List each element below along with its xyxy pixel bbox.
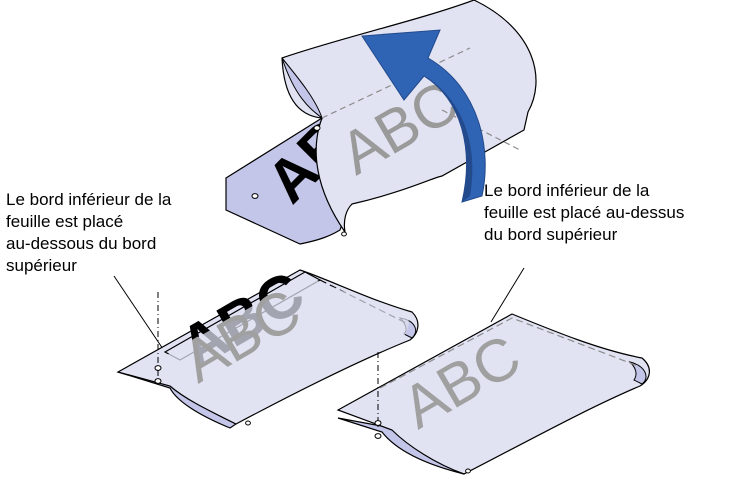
hole-icon (154, 378, 162, 384)
hole-icon (341, 231, 347, 237)
hole-icon (374, 433, 382, 439)
hole-icon (245, 420, 251, 426)
hole-icon (251, 193, 259, 199)
left-callout-line-2: feuille est placé (6, 212, 123, 231)
right-callout-leader (490, 267, 525, 323)
top-sheet-curl (281, 0, 537, 233)
hole-icon (154, 365, 162, 371)
left-callout-line-1: Le bord inférieur de la (6, 190, 172, 209)
right-callout-line-3: du bord supérieur (484, 225, 618, 244)
left-callout: Le bord inférieur de la feuille est plac… (6, 190, 172, 353)
left-sheet-front-overlay (165, 276, 409, 418)
left-callout-line-4: supérieur (6, 256, 77, 275)
left-sheet-illustration: ABC ABC (116, 258, 419, 429)
left-callout-line-3: au-dessous du bord (6, 234, 156, 253)
hole-icon (313, 125, 321, 131)
right-callout: Le bord inférieur de la feuille est plac… (484, 181, 684, 323)
hole-icon (465, 468, 471, 474)
curved-arrow-highlight (424, 76, 473, 202)
right-sheet-right-curl (628, 361, 647, 385)
left-callout-leader (113, 275, 166, 353)
right-callout-line-1: Le bord inférieur de la (484, 181, 650, 200)
right-sheet-body (336, 313, 650, 475)
right-sheet-fold-line (379, 317, 639, 389)
hole-icon (374, 420, 382, 426)
right-sheet-illustration: ABC (336, 313, 650, 475)
top-sheet-illustration: ABC ABC (225, 0, 537, 245)
right-callout-line-2: feuille est placé au-dessus (484, 203, 684, 222)
